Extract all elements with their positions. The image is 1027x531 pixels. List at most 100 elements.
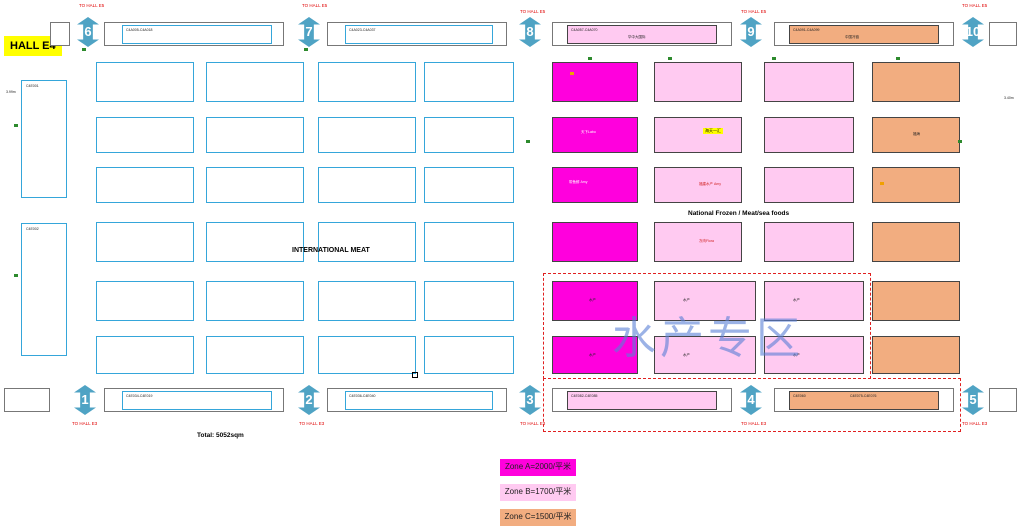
booth[interactable]: 水产 [654, 281, 756, 321]
legend-zone-b: Zone B=1700/平米 [500, 484, 576, 501]
gate-arrow-icon[interactable]: 5 [962, 385, 984, 415]
booth[interactable]: 带鱼鲜 Amy [552, 167, 638, 203]
booth[interactable]: 海天一汇 [654, 117, 742, 153]
booth[interactable]: 冻肉Flora [654, 222, 742, 262]
aquatic-zone-outline [543, 378, 961, 432]
marker-icon [958, 140, 962, 143]
booth[interactable] [424, 281, 514, 321]
gate-arrow-icon[interactable]: 1 [74, 385, 96, 415]
gate-arrow-icon[interactable]: 8 [519, 17, 541, 47]
gate-arrow-icon[interactable]: 7 [298, 17, 320, 47]
booth[interactable]: 福建水产 Amy [654, 167, 742, 203]
booth[interactable] [552, 222, 638, 262]
exit-label: TO HALL E3 [299, 421, 325, 426]
marker-icon [772, 57, 776, 60]
booth[interactable] [872, 281, 960, 321]
gate-arrow-icon[interactable]: 2 [298, 385, 320, 415]
booth[interactable] [764, 222, 854, 262]
gate-arrow-icon[interactable]: 3 [519, 385, 541, 415]
booth[interactable] [318, 222, 416, 262]
booth[interactable] [206, 281, 304, 321]
exit-label: TO HALL E5 [520, 9, 546, 14]
marker-icon [14, 274, 18, 277]
booth[interactable] [654, 62, 742, 102]
marker-icon [570, 72, 574, 75]
booth[interactable] [872, 222, 960, 262]
marker-icon [668, 57, 672, 60]
gate-arrow-icon[interactable]: 10 [962, 17, 984, 47]
legend-zone-c: Zone C=1500/平米 [500, 509, 576, 526]
booth[interactable]: 水产 [552, 336, 638, 374]
booth[interactable]: 天下Labo [552, 117, 638, 153]
booth[interactable]: C4E082-C4E085 [567, 391, 717, 410]
booth[interactable]: C4E036-C4E040 [345, 391, 493, 410]
booth[interactable] [872, 167, 960, 203]
booth[interactable]: 福海 [872, 117, 960, 153]
booth[interactable] [96, 222, 194, 262]
booth[interactable]: C4E001 [21, 80, 67, 198]
marker-icon [880, 182, 884, 185]
service-block [4, 388, 50, 412]
booth[interactable] [318, 281, 416, 321]
booth-tag: 海天一汇 [703, 128, 723, 134]
marker-icon [82, 48, 86, 51]
exit-label: TO HALL E5 [79, 3, 105, 8]
booth[interactable] [764, 167, 854, 203]
booth[interactable] [206, 117, 304, 153]
exit-label: TO HALL E3 [520, 421, 546, 426]
booth[interactable]: 水产 [764, 281, 864, 321]
booth[interactable] [424, 117, 514, 153]
booth[interactable]: C4A005-C4A018 [122, 25, 272, 44]
booth[interactable]: C4E034-C4E019 [122, 391, 272, 410]
booth[interactable] [872, 62, 960, 102]
exit-label: TO HALL E5 [741, 9, 767, 14]
booth[interactable] [764, 62, 854, 102]
service-block [50, 22, 70, 46]
booth[interactable] [96, 62, 194, 102]
booth[interactable] [206, 62, 304, 102]
gate-arrow-icon[interactable]: 6 [77, 17, 99, 47]
booth[interactable] [206, 336, 304, 374]
section-title: National Frozen / Meat/sea foods [688, 210, 790, 217]
booth[interactable] [764, 117, 854, 153]
marker-icon [588, 57, 592, 60]
marker-icon [304, 48, 308, 51]
booth[interactable] [424, 62, 514, 102]
marker-icon [526, 140, 530, 143]
dimension-label: 3.99m [6, 90, 16, 94]
booth[interactable] [424, 336, 514, 374]
exit-label: TO HALL E5 [962, 3, 988, 8]
booth[interactable]: C4A023-C4A037 [345, 25, 493, 44]
marker-icon [896, 57, 900, 60]
exit-label: TO HALL E5 [302, 3, 328, 8]
booth[interactable] [424, 222, 514, 262]
booth[interactable] [318, 167, 416, 203]
service-block [989, 388, 1017, 412]
booth[interactable]: 水产 [654, 336, 756, 374]
legend-zone-a: Zone A=2000/平米 [500, 459, 576, 476]
booth[interactable] [424, 167, 514, 203]
booth[interactable] [206, 167, 304, 203]
dimension-label: 3.40m [1004, 96, 1014, 100]
booth[interactable] [96, 281, 194, 321]
column-marker [412, 372, 418, 378]
booth[interactable] [96, 117, 194, 153]
exit-label: TO HALL E3 [741, 421, 767, 426]
section-title: INTERNATIONAL MEAT [292, 247, 370, 254]
booth[interactable] [318, 336, 416, 374]
booth[interactable] [552, 62, 638, 102]
booth[interactable] [96, 167, 194, 203]
booth[interactable] [96, 336, 194, 374]
booth[interactable]: 水产 [552, 281, 638, 321]
booth[interactable]: C4E002 [21, 223, 67, 356]
gate-arrow-icon[interactable]: 4 [740, 385, 762, 415]
gate-arrow-icon[interactable]: 9 [740, 17, 762, 47]
booth[interactable] [872, 336, 960, 374]
booth[interactable] [318, 62, 416, 102]
booth[interactable]: 水产 [764, 336, 864, 374]
booth[interactable] [318, 117, 416, 153]
booth[interactable] [206, 222, 304, 262]
